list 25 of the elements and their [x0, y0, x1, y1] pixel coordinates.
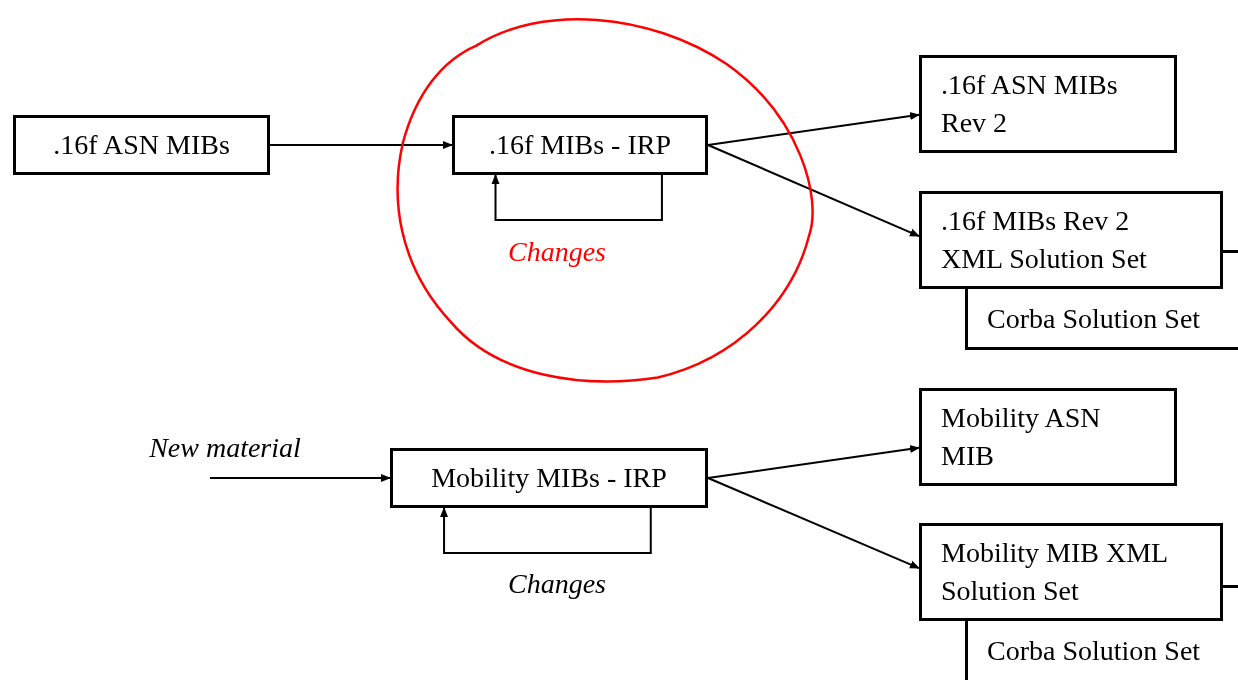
- box-label: .16f MIBs Rev 2 XML Solution Set: [941, 204, 1148, 276]
- arrow: [707, 445, 920, 479]
- process-box: [452, 115, 708, 175]
- process-box: [919, 523, 1223, 621]
- box-label: Corba Solution Set: [987, 302, 1201, 336]
- box-label: .16f MIBs - IRP: [489, 128, 671, 162]
- process-box: [390, 448, 708, 508]
- process-box: [13, 115, 270, 175]
- process-box: [965, 289, 1238, 350]
- box-label: .16f ASN MIBs: [53, 128, 230, 162]
- arrow: [707, 112, 920, 146]
- process-box: [919, 191, 1223, 289]
- arrow: [707, 144, 920, 238]
- box-label: Mobility MIB XML Solution Set: [941, 536, 1169, 608]
- arrow: [440, 507, 652, 554]
- box-label: Mobility MIBs - IRP: [431, 461, 667, 495]
- process-box: [919, 388, 1177, 486]
- arrow: [491, 174, 663, 221]
- process-box: [919, 55, 1177, 153]
- arrow: [707, 477, 920, 570]
- arrow: [209, 474, 391, 482]
- arrow: [269, 141, 453, 149]
- box-label: .16f ASN MIBs Rev 2: [941, 68, 1119, 140]
- box-label: Mobility ASN MIB: [941, 401, 1102, 473]
- box-label: Corba Solution Set: [987, 634, 1201, 668]
